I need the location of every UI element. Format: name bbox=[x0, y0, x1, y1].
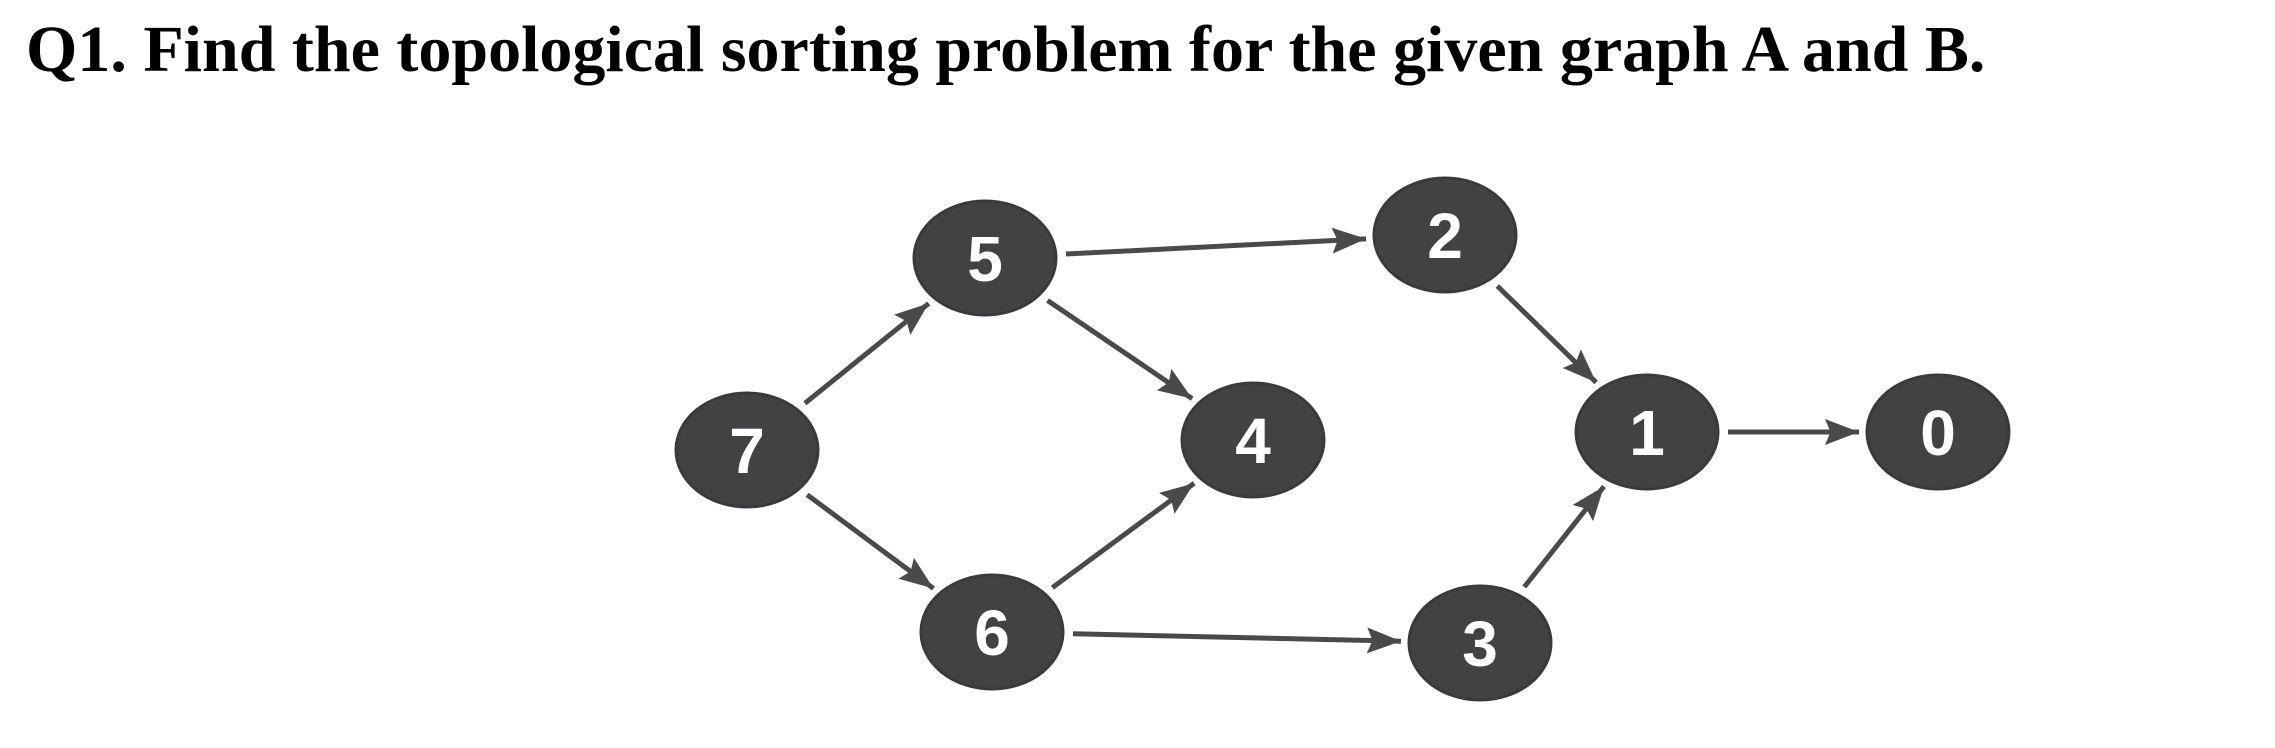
graph-node-5: 5 bbox=[912, 199, 1058, 317]
graph-node-4: 4 bbox=[1180, 381, 1326, 499]
edge-5-2 bbox=[1065, 227, 1367, 257]
node-ellipse-4 bbox=[1180, 381, 1326, 499]
edge-2-1 bbox=[1495, 284, 1598, 385]
graph-node-2: 2 bbox=[1372, 176, 1518, 294]
edge-7-6 bbox=[805, 492, 935, 591]
node-label-6: 6 bbox=[974, 597, 1010, 669]
node-ellipse-1 bbox=[1574, 373, 1720, 491]
node-ellipse-3 bbox=[1407, 584, 1553, 702]
edge-6-3 bbox=[1072, 627, 1402, 654]
node-label-7: 7 bbox=[729, 415, 765, 487]
edges-layer bbox=[803, 227, 1859, 654]
edge-3-1 bbox=[1522, 484, 1606, 589]
question-title: Q1. Find the topological sorting problem… bbox=[26, 13, 1986, 86]
node-ellipse-2 bbox=[1372, 176, 1518, 294]
node-label-2: 2 bbox=[1427, 200, 1463, 272]
nodes-layer: 7 5 6 4 2 3 1 0 bbox=[674, 176, 2011, 702]
node-ellipse-5 bbox=[912, 199, 1058, 317]
node-ellipse-0 bbox=[1865, 373, 2011, 491]
graph-node-0: 0 bbox=[1865, 373, 2011, 491]
node-label-0: 0 bbox=[1920, 397, 1956, 469]
node-label-5: 5 bbox=[967, 223, 1003, 295]
node-ellipse-6 bbox=[919, 573, 1065, 691]
edge-6-4 bbox=[1050, 481, 1196, 590]
graph-node-3: 3 bbox=[1407, 584, 1553, 702]
node-label-3: 3 bbox=[1462, 608, 1498, 680]
node-label-4: 4 bbox=[1235, 405, 1271, 477]
edge-5-4 bbox=[1046, 298, 1194, 401]
graph-node-6: 6 bbox=[919, 573, 1065, 691]
edge-7-5 bbox=[803, 301, 931, 406]
node-label-1: 1 bbox=[1629, 397, 1665, 469]
graph-node-1: 1 bbox=[1574, 373, 1720, 491]
node-ellipse-7 bbox=[674, 391, 820, 509]
graph-node-7: 7 bbox=[674, 391, 820, 509]
